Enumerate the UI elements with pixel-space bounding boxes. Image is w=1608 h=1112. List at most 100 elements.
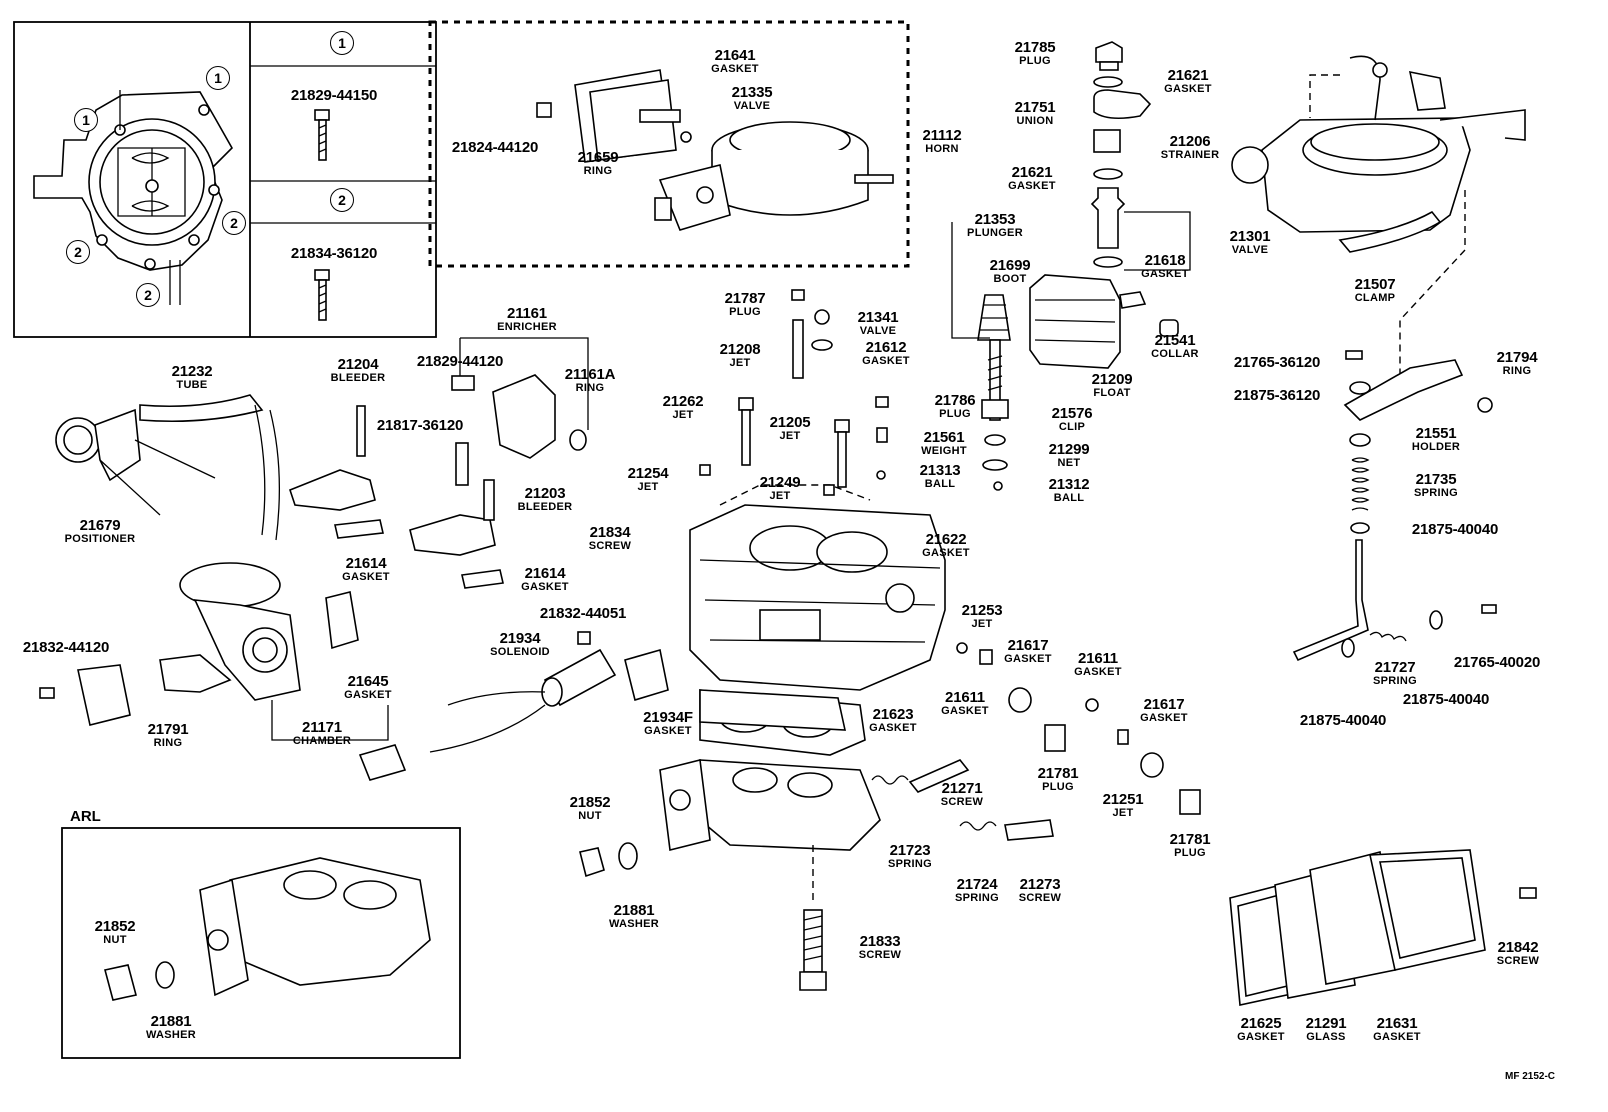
callout-p21829top: 21829-44150 (291, 88, 377, 103)
part-name: GASKET (1164, 83, 1212, 95)
part-number: 21875-36120 (1233, 387, 1321, 404)
part-name: SCREW (588, 540, 632, 552)
part-name: RING (575, 382, 605, 394)
plunger-bracket-line (951, 222, 990, 339)
part-number: 21631 (1376, 1015, 1418, 1032)
part-number: 21834 (589, 524, 631, 541)
flange-marker-2c: 2 (136, 283, 160, 307)
part-name: HORN (925, 143, 959, 155)
part-number: 21659 (577, 149, 619, 166)
part-name: GASKET (1004, 653, 1052, 665)
part-number: 21612 (865, 339, 907, 356)
throttle-gasket-21623 (699, 689, 847, 731)
part-name: RING (153, 737, 183, 749)
part-number: 21621 (1167, 67, 1209, 84)
part-number: 21273 (1019, 876, 1061, 893)
part-number: 21934 (499, 630, 541, 647)
legend-marker-2-header: 2 (330, 188, 354, 212)
part-name: JET (1112, 807, 1134, 819)
part-number: 21251 (1102, 791, 1144, 808)
part-number: 21611 (945, 689, 985, 706)
right-linkage (1292, 350, 1497, 662)
part-number: 21262 (662, 393, 704, 410)
part-name: GASKET (1140, 712, 1188, 724)
part-number: 21751 (1014, 99, 1056, 116)
part-number: 21112 (922, 127, 962, 144)
part-number: 21617 (1143, 696, 1185, 713)
part-number: 21614 (345, 555, 387, 572)
chamber-bracket (271, 700, 389, 741)
part-number: 21832-44051 (539, 605, 627, 622)
horn-assembly (536, 69, 894, 231)
arl-inset-box (61, 827, 461, 1059)
part-number: 21622 (925, 531, 967, 548)
part-name: BLEEDER (517, 501, 573, 513)
part-name: VALVE (733, 100, 771, 112)
part-name: NET (1057, 457, 1081, 469)
part-name: CHAMBER (292, 735, 352, 747)
part-name: FLOAT (1093, 387, 1131, 399)
part-number: 21561 (923, 429, 965, 446)
part-number: 21254 (627, 465, 669, 482)
part-number: 21817-36120 (376, 417, 464, 434)
callout-p21765a: 21765-36120 (1234, 355, 1320, 370)
part-name: GASKET (344, 689, 392, 701)
part-name: WASHER (145, 1029, 197, 1041)
throttle-nut-washer (579, 842, 638, 878)
flange-marker-2b: 2 (66, 240, 90, 264)
part-name: NUT (103, 934, 127, 946)
part-number: 21723 (889, 842, 931, 859)
part-name: TUBE (176, 379, 208, 391)
positioner-assembly (55, 394, 280, 541)
part-name: PLUG (1174, 847, 1206, 859)
part-name: GASKET (342, 571, 390, 583)
gasket-dash-outline (719, 484, 871, 506)
part-name: STRAINER (1160, 149, 1220, 161)
callout-p21765b: 21765-40020 (1454, 655, 1540, 670)
part-number: 21881 (613, 902, 655, 919)
part-number: 21852 (94, 918, 136, 935)
part-number: 21829-44150 (290, 87, 378, 104)
part-number: 21852 (569, 794, 611, 811)
valve-bracket-line (1124, 211, 1191, 271)
part-name: GASKET (644, 725, 692, 737)
part-name: JET (769, 490, 791, 502)
part-number: 21875-40040 (1411, 521, 1499, 538)
part-number: 21341 (857, 309, 899, 326)
long-screw-21833 (799, 909, 827, 991)
part-name: BOOT (993, 273, 1027, 285)
part-name: CLAMP (1354, 292, 1396, 304)
part-name: GASKET (1074, 666, 1122, 678)
part-number: 21299 (1048, 441, 1090, 458)
part-number: 21507 (1354, 276, 1396, 293)
part-name: RING (1502, 365, 1532, 377)
flange-marker-1a: 1 (206, 66, 230, 90)
part-number: 21301 (1229, 228, 1271, 245)
